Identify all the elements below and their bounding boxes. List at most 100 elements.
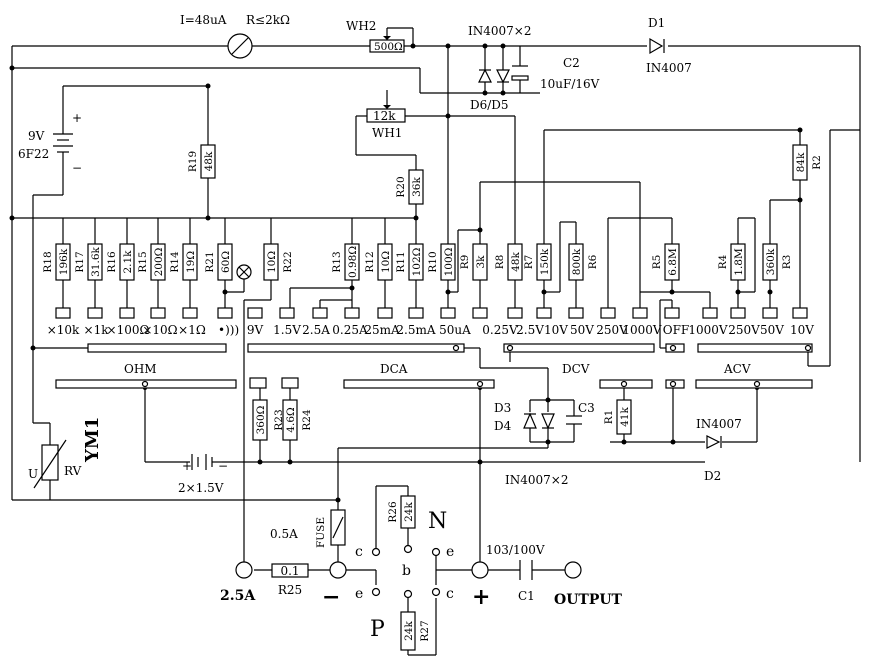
range-pad[interactable] <box>702 307 718 319</box>
resistor-value: 48k <box>203 151 215 171</box>
resistor-r8: 48k R8 <box>494 243 523 281</box>
range-acv-1: 250V <box>728 323 760 337</box>
section-acv: ACV <box>723 362 751 376</box>
resistor-value: 41k <box>619 407 631 427</box>
battery-9v: + − 9V 6F22 <box>18 111 82 175</box>
resistor-value: 800k <box>571 248 583 275</box>
resistor-value: 84k <box>795 152 807 172</box>
svg-text:0.1: 0.1 <box>280 564 299 578</box>
range-pad[interactable] <box>55 307 71 319</box>
pin-b: b <box>402 563 411 579</box>
range-pad[interactable] <box>344 307 360 319</box>
battery9v-type: 6F22 <box>18 147 49 161</box>
d3-d4-c3: D3 D4 C3 <box>494 401 595 433</box>
battery9v-voltage: 9V <box>28 129 45 143</box>
range-pad[interactable] <box>408 307 424 319</box>
range-dca-6: 50uA <box>439 323 471 337</box>
resistor-name: R18 <box>42 251 54 272</box>
range-pad[interactable] <box>217 307 233 319</box>
terminal-plus[interactable] <box>471 561 489 579</box>
range-pad[interactable] <box>536 307 552 319</box>
range-pad[interactable] <box>600 307 616 319</box>
c1-value: 103/100V <box>486 543 545 557</box>
d2-label: D2 <box>704 469 721 483</box>
resistor-value: 360k <box>765 248 777 275</box>
range-pad[interactable] <box>279 307 295 319</box>
range-pad[interactable] <box>730 307 746 319</box>
range-pad[interactable] <box>664 307 680 319</box>
terminal-minus[interactable] <box>329 561 347 579</box>
c1-capacitor: 103/100V C1 <box>486 543 545 603</box>
c2-label: C2 <box>563 56 580 70</box>
resistor-value: 10Ω <box>380 251 392 273</box>
d2-part: IN4007 <box>696 417 742 431</box>
terminals <box>235 544 582 599</box>
resistor-name: R8 <box>494 255 506 270</box>
battery-aa-minus: − <box>218 459 228 473</box>
wh2-potentiometer: 500Ω WH2 <box>346 19 405 53</box>
range-dca-4: 25mA <box>364 323 400 337</box>
range-pad[interactable] <box>119 307 135 319</box>
range-pad[interactable] <box>87 307 103 319</box>
resistor-name: R26 <box>387 501 399 523</box>
range-acv-2: 50V <box>760 323 784 337</box>
c2-capacitor: C2 10uF/16V <box>511 56 600 91</box>
resistor-r1: 41k R1 <box>603 399 632 435</box>
range-dcv-4: 250V <box>596 323 628 337</box>
wh1-label: WH1 <box>372 126 402 140</box>
label-2.5a: 2.5A <box>220 588 256 604</box>
range-pad[interactable] <box>247 307 263 319</box>
range-pad[interactable] <box>632 307 648 319</box>
meter-movement: I=48uA R≤2kΩ <box>180 13 290 59</box>
range-dca-3: 0.25A <box>332 323 368 337</box>
wh1-value: 12k <box>373 109 396 123</box>
range-pad[interactable] <box>182 307 198 319</box>
range-pad[interactable] <box>377 307 393 319</box>
range-pad[interactable] <box>762 307 778 319</box>
resistor-value: 196k <box>58 248 70 275</box>
range-pad[interactable] <box>792 307 808 319</box>
wh1-potentiometer: 12k WH1 <box>366 105 406 140</box>
c1-label: C1 <box>518 589 535 603</box>
d6d5-label: D6/D5 <box>470 98 509 112</box>
label-minus: − <box>322 584 340 610</box>
resistor-r18: 196k R18 <box>42 243 71 281</box>
range-dcv-0: 0.25V <box>482 323 518 337</box>
resistor-value: 48k <box>510 252 522 272</box>
range-ohm-4: ×1Ω <box>178 323 206 337</box>
range-pad[interactable] <box>312 307 328 319</box>
range-pad[interactable] <box>150 307 166 319</box>
terminal-output[interactable] <box>564 561 582 579</box>
resistor-name: R1 <box>603 410 615 425</box>
terminal-2.5a[interactable] <box>235 561 253 579</box>
u-label: U <box>28 467 38 481</box>
range-off: OFF <box>663 323 690 337</box>
range-pad[interactable] <box>440 307 456 319</box>
resistor-name: R6 <box>587 254 599 269</box>
resistor-name: R13 <box>331 251 343 272</box>
resistor-value: 3k <box>475 255 487 269</box>
range-dca-2: 2.5A <box>302 323 330 337</box>
range-pad[interactable] <box>507 307 523 319</box>
range-pads <box>55 307 808 319</box>
d4-label: D4 <box>494 419 512 433</box>
resistor-name: R17 <box>74 251 86 272</box>
resistor-value: 24k <box>403 502 415 522</box>
range-ohm-2: ×100Ω <box>107 323 150 337</box>
range-pad[interactable] <box>568 307 584 319</box>
resistor-name: R4 <box>717 254 729 269</box>
range-pad[interactable] <box>472 307 488 319</box>
section-ohm: OHM <box>124 362 157 376</box>
